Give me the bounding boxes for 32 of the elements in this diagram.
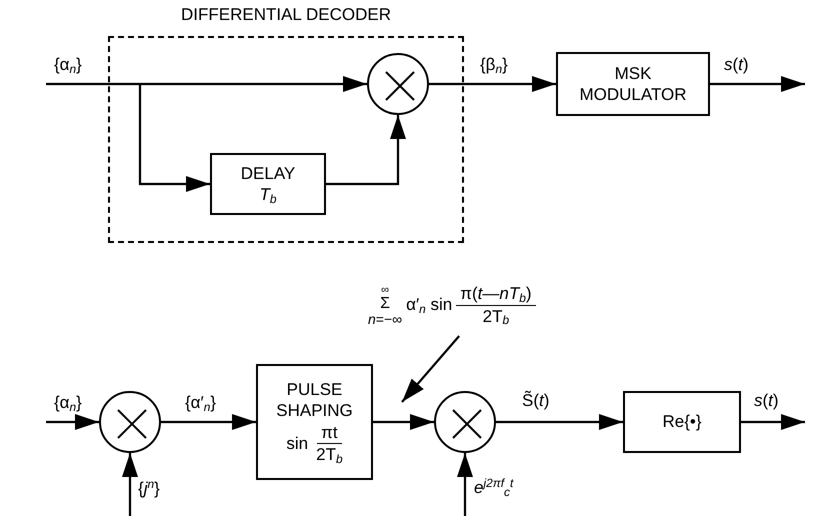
leader-arrow <box>401 335 460 403</box>
math-text: π(t—nT$_{b}$) <box>456 283 536 306</box>
arrow <box>457 453 473 516</box>
process-box <box>623 391 741 453</box>
group-heading: DIFFERENTIAL DECODER <box>180 4 392 26</box>
math-text: 2T$_{b}$ <box>482 306 510 327</box>
process-box <box>210 153 326 215</box>
math-text: Σ <box>380 296 390 312</box>
arrow <box>373 414 434 430</box>
process-box <box>556 52 710 116</box>
arrow <box>138 84 210 192</box>
arrow <box>46 76 367 92</box>
math-text: sin <box>286 432 308 454</box>
math-text: ∞ <box>381 284 389 296</box>
math-text: Re{•} <box>662 411 702 433</box>
arrow <box>496 414 623 430</box>
math-text: 2T$_{b}$ <box>316 444 343 465</box>
arrow <box>161 414 256 430</box>
arrow <box>741 414 805 430</box>
math-text: MSK MODULATOR <box>578 62 688 106</box>
arrow <box>710 76 805 92</box>
edge-label: S̃(t) <box>520 390 552 412</box>
process-box <box>256 364 373 480</box>
arrow <box>429 76 556 92</box>
arrow <box>122 453 138 516</box>
math-text: T$_{b}$ <box>259 184 276 206</box>
arrow <box>326 115 406 186</box>
math-text: DELAY <box>240 162 296 184</box>
math-text: πt <box>317 422 342 444</box>
math-text: α′$_{n}$ sin <box>406 294 452 318</box>
math-text: n=−∞ <box>368 312 402 326</box>
arrow <box>46 414 99 430</box>
